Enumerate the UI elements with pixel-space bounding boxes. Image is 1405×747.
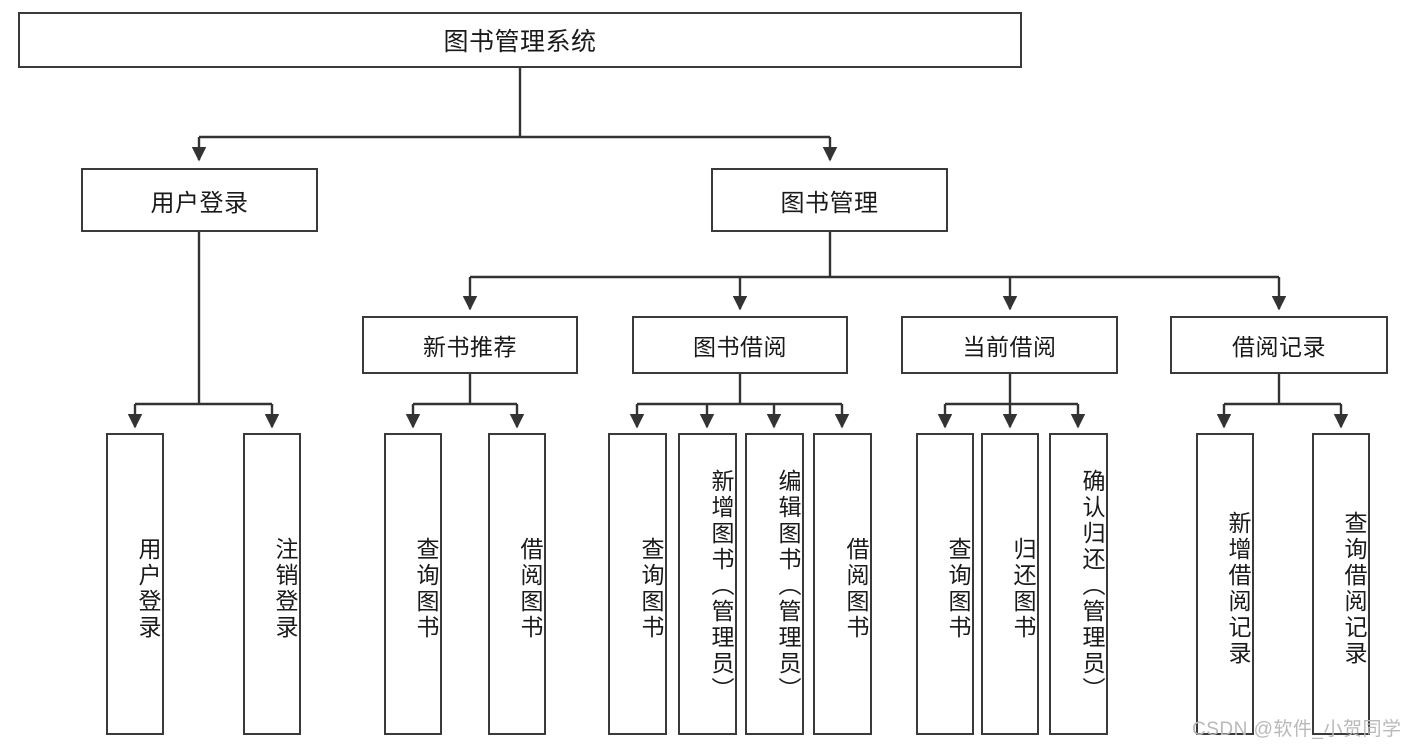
node-current-borrowing[interactable]: 当前借阅 [901, 316, 1118, 374]
node-book-borrowing[interactable]: 图书借阅 [632, 316, 848, 374]
node-user-login[interactable]: 用户登录 [81, 168, 318, 232]
leaf-add-borrow-record[interactable]: 新增借阅记录 [1196, 433, 1254, 735]
node-borrowing-record[interactable]: 借阅记录 [1170, 316, 1388, 374]
leaf-query-book-current[interactable]: 查询图书 [916, 433, 974, 735]
leaf-query-book-borrow[interactable]: 查询图书 [608, 433, 667, 735]
leaf-add-book-admin[interactable]: 新增图书（管理员） [678, 433, 737, 735]
node-root-book-management-system[interactable]: 图书管理系统 [18, 12, 1022, 68]
leaf-borrow-book[interactable]: 借阅图书 [813, 433, 872, 735]
leaf-borrow-book-recommend[interactable]: 借阅图书 [488, 433, 546, 735]
leaf-confirm-return-admin[interactable]: 确认归还（管理员） [1049, 433, 1108, 735]
csdn-watermark: CSDN @软件_小贺同学 [1192, 719, 1402, 740]
leaf-edit-book-admin[interactable]: 编辑图书（管理员） [745, 433, 804, 735]
leaf-return-book[interactable]: 归还图书 [981, 433, 1039, 735]
node-book-management[interactable]: 图书管理 [711, 168, 948, 232]
node-new-book-recommendation[interactable]: 新书推荐 [362, 316, 578, 374]
leaf-user-login[interactable]: 用户登录 [106, 433, 164, 735]
leaf-query-book-recommend[interactable]: 查询图书 [384, 433, 442, 735]
leaf-logout[interactable]: 注销登录 [243, 433, 301, 735]
leaf-query-borrow-record[interactable]: 查询借阅记录 [1312, 433, 1370, 735]
